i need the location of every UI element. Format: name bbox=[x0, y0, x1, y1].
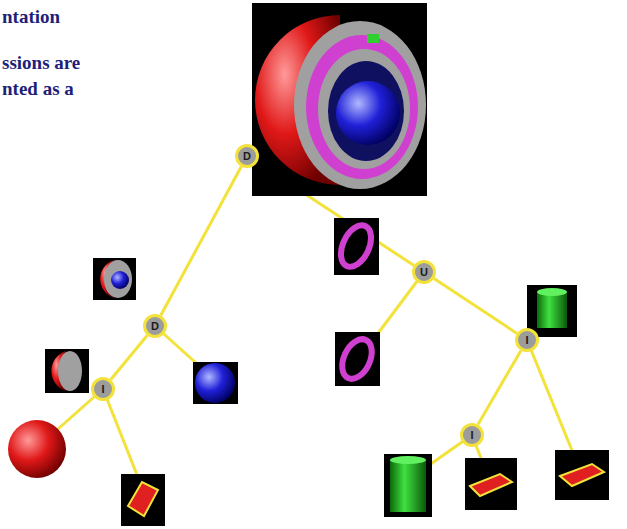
difference-solid bbox=[93, 258, 136, 300]
tree-branches bbox=[40, 272, 582, 490]
tree-edge bbox=[111, 335, 148, 379]
cutting-plane bbox=[465, 458, 517, 510]
cutting-plane bbox=[121, 474, 165, 526]
composite-solid bbox=[252, 3, 427, 196]
cutting-plane bbox=[555, 450, 609, 500]
tree-edge bbox=[434, 279, 517, 334]
torus bbox=[335, 332, 380, 386]
operator-node: I bbox=[460, 423, 484, 447]
operator-node: D bbox=[143, 314, 167, 338]
operator-node: I bbox=[91, 377, 115, 401]
cylinder-slice bbox=[527, 285, 577, 337]
operator-node: U bbox=[412, 260, 436, 284]
tree-edge bbox=[478, 350, 521, 424]
heading-fragment: ssions are bbox=[2, 52, 80, 74]
operator-node: D bbox=[235, 144, 259, 168]
operator-node: I bbox=[515, 328, 539, 352]
heading-fragment: nted as a bbox=[2, 78, 74, 100]
torus bbox=[334, 218, 379, 275]
half-sphere bbox=[45, 349, 89, 393]
blue-sphere bbox=[193, 362, 238, 404]
operator-letter: I bbox=[101, 384, 104, 395]
operator-letter: D bbox=[243, 151, 251, 162]
operator-letter: U bbox=[420, 267, 428, 278]
operator-letter: I bbox=[525, 335, 528, 346]
heading-fragment: ntation bbox=[2, 6, 60, 28]
operator-letter: I bbox=[470, 430, 473, 441]
tree-edge bbox=[161, 167, 242, 316]
red-sphere bbox=[8, 420, 66, 478]
cylinder bbox=[384, 454, 432, 517]
operator-letter: D bbox=[151, 321, 159, 332]
